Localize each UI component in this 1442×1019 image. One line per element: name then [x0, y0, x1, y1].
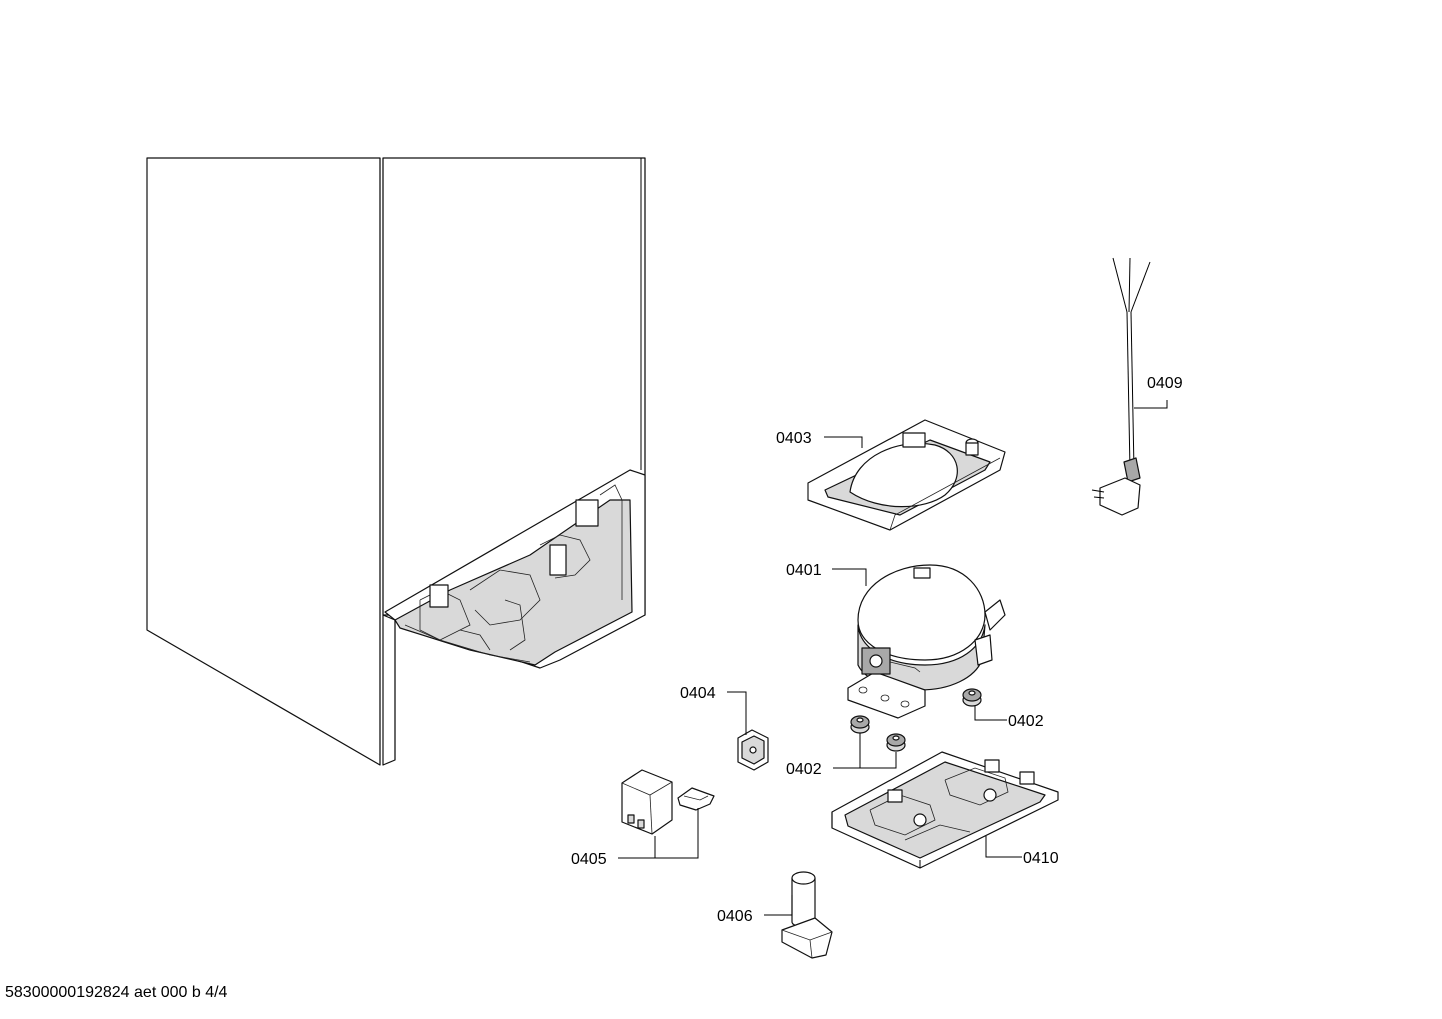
callout-0406: 0406 [717, 908, 753, 925]
part-0402-rubber-feet [850, 688, 982, 752]
callout-0405: 0405 [571, 851, 607, 868]
callout-0403: 0403 [776, 430, 812, 447]
callout-0404: 0404 [680, 685, 716, 702]
callout-0410: 0410 [1023, 850, 1059, 867]
callout-0409: 0409 [1147, 375, 1183, 392]
part-0405-relay-cover [621, 769, 715, 835]
callout-labels: 0403 0401 0404 0402 0402 0405 0406 0409 … [571, 375, 1183, 925]
document-footer-id: 58300000192824 aet 000 b 4/4 [5, 984, 228, 1001]
leader-lines [618, 400, 1168, 916]
callout-0402-right: 0402 [1008, 713, 1044, 730]
part-0404-relay [737, 729, 769, 771]
part-0403-cover [807, 419, 1006, 531]
callout-0402-left: 0402 [786, 761, 822, 778]
refrigerator-cabinet [146, 157, 646, 766]
part-0401-compressor [847, 564, 1006, 719]
part-0410-base-plate [831, 751, 1059, 869]
part-0406-drain-tube [781, 871, 833, 959]
callout-0401: 0401 [786, 562, 822, 579]
part-0409-power-cord [1091, 257, 1151, 516]
